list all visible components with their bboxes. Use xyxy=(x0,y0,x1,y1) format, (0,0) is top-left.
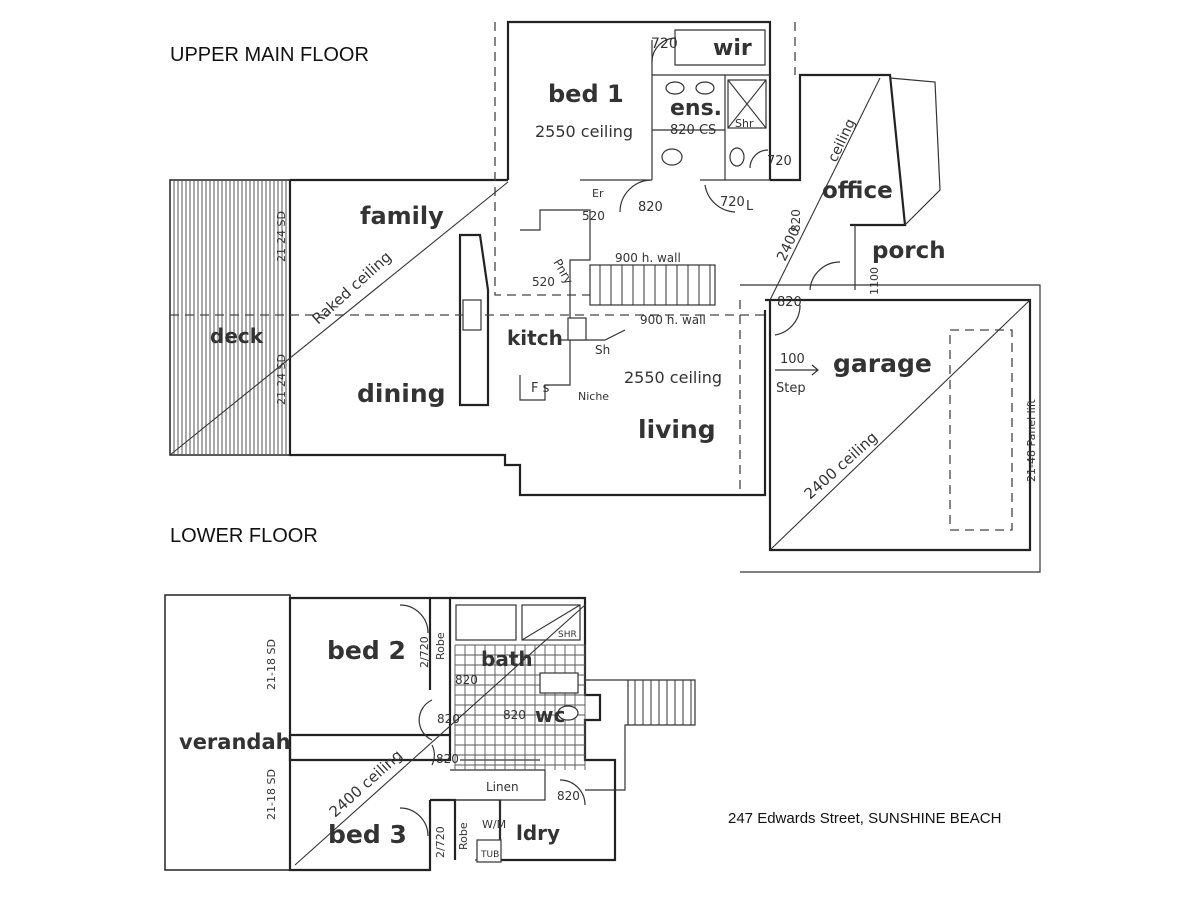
dim-820-b: 820 xyxy=(437,712,460,726)
room-wc: wc xyxy=(535,703,565,727)
raked-ceiling-note: Raked ceiling xyxy=(309,248,395,328)
verandah-door-1: 21-18 SD xyxy=(265,639,278,690)
washing-machine-label: W/M xyxy=(482,818,506,831)
dim-520b: 520 xyxy=(532,275,555,289)
deck-area xyxy=(169,179,291,456)
bed1-ceiling-note: 2550 ceiling xyxy=(535,122,633,141)
fs-label: F s xyxy=(531,381,550,396)
dim-2400: 2400 xyxy=(774,225,804,264)
linen-l: L xyxy=(746,199,754,214)
dim-820-c: 820 xyxy=(436,752,459,766)
room-deck: deck xyxy=(210,324,264,348)
room-living: living xyxy=(638,415,716,444)
office-ceiling-note: ceiling xyxy=(825,116,859,164)
step-value: 100 xyxy=(780,352,805,367)
wall-900-note-a: 900 h. wall xyxy=(615,251,681,265)
panel-lift-note: 21-48 Panel lift xyxy=(1025,399,1038,482)
lower-door-swings xyxy=(399,604,586,837)
address-label: 247 Edwards Street, SUNSHINE BEACH xyxy=(728,810,1001,827)
shower-label: Shr xyxy=(735,117,754,130)
er-label: Er xyxy=(592,187,604,200)
niche-label: Niche xyxy=(578,390,609,403)
lower-ceiling-note: 2400 ceiling xyxy=(326,746,406,821)
room-ldry: ldry xyxy=(516,821,560,845)
dim-2720a: 2/720 xyxy=(418,636,431,668)
tub-label: TUB xyxy=(480,850,499,860)
verandah-door-2: 21-18 SD xyxy=(265,769,278,820)
garage-ceiling-note: 2400 ceiling xyxy=(801,428,881,503)
step-label: Step xyxy=(776,381,806,396)
dim-ldry-820: 820 xyxy=(557,789,580,803)
room-porch: porch xyxy=(872,238,946,264)
dim-wir-720: 720 xyxy=(651,36,678,52)
dim-office-820: 820 xyxy=(789,209,803,232)
dim-bath-820: 820 xyxy=(455,673,478,687)
upper-room-labels: bed 1 2550 ceiling wir 720 ens. 820 CS S… xyxy=(210,36,1038,503)
room-family: family xyxy=(360,202,444,230)
lower-fixtures xyxy=(455,604,581,863)
upper-dashed-lines xyxy=(170,22,1013,531)
room-ensuite: ens. xyxy=(670,96,722,121)
living-ceiling-note: 2550 ceiling xyxy=(624,368,722,387)
room-garage: garage xyxy=(833,349,932,378)
robe-label-2: Robe xyxy=(457,822,470,850)
room-bed-3: bed 3 xyxy=(328,820,407,849)
robe-label-1: Robe xyxy=(434,632,447,660)
dim-ens-720: 720 xyxy=(767,154,792,169)
lower-ceiling-diagonal xyxy=(294,604,586,866)
deck-door-2: 21-24 SD xyxy=(275,354,288,405)
room-bath: bath xyxy=(481,647,533,671)
room-kitchen: kitch xyxy=(507,326,563,350)
upper-door-swings xyxy=(619,37,841,336)
room-office: office xyxy=(822,178,893,204)
dim-bed1-820: 820 xyxy=(638,200,663,215)
ens-820cs-note: 820 CS xyxy=(670,123,716,138)
ensuite-fixtures xyxy=(462,79,767,341)
upper-ceiling-diagonals xyxy=(169,77,1031,551)
upper-floor-heading: UPPER MAIN FLOOR xyxy=(170,44,369,66)
room-dining: dining xyxy=(357,379,446,408)
wall-900-note-b: 900 h. wall xyxy=(640,313,706,327)
linen-label: Linen xyxy=(486,780,519,794)
room-bed-2: bed 2 xyxy=(327,636,406,665)
dim-520a: 520 xyxy=(582,209,605,223)
deck-door-1: 21-24 SD xyxy=(275,211,288,262)
shower-label-lower: SHR xyxy=(558,630,577,640)
dim-2720b: 2/720 xyxy=(434,826,447,858)
room-verandah: verandah xyxy=(179,730,291,754)
room-wir: wir xyxy=(713,36,752,61)
room-bed-1: bed 1 xyxy=(548,80,624,108)
step-arrow-icon xyxy=(775,364,819,376)
dim-1100: 1100 xyxy=(868,267,881,295)
lower-floor-heading: LOWER FLOOR xyxy=(170,525,318,547)
sh-label: Sh xyxy=(595,343,610,357)
dim-garage-820: 820 xyxy=(777,295,802,310)
upper-walls xyxy=(288,20,1041,573)
dim-wc-820: 820 xyxy=(503,708,526,722)
dim-l-720: 720 xyxy=(720,195,745,210)
tiled-floor xyxy=(454,644,586,770)
upper-stairs xyxy=(589,264,716,306)
lower-stairs xyxy=(634,680,692,725)
